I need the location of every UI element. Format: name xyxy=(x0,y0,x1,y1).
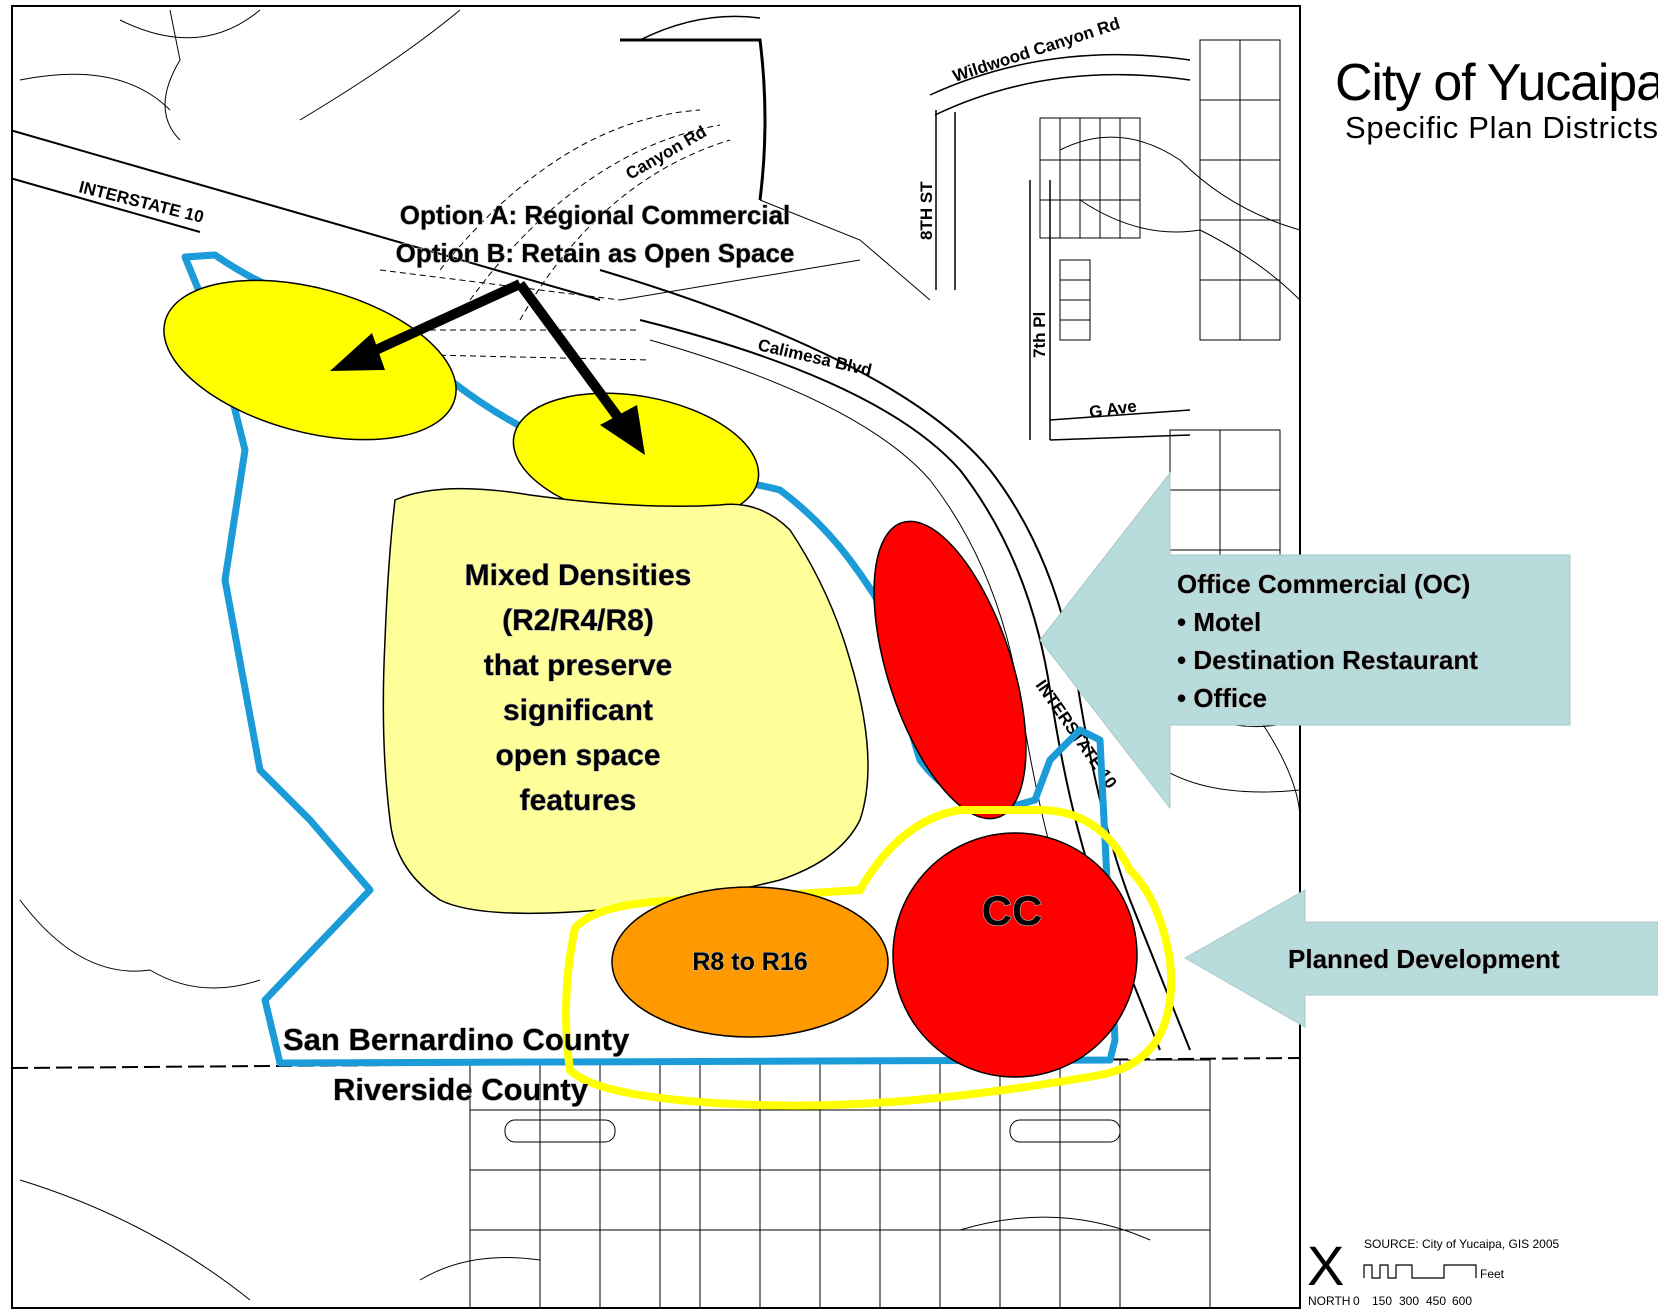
scale-unit: Feet xyxy=(1480,1267,1505,1281)
san-bernardino-county-label: San Bernardino County xyxy=(283,1022,630,1057)
mixed-densities-zone xyxy=(382,487,869,915)
mixed-densities-line-3: that preserve xyxy=(484,649,672,682)
map-title: City of Yucaipa xyxy=(1335,54,1658,112)
planned-development-callout: Planned Development xyxy=(1183,889,1658,1028)
r8-r16-zone xyxy=(611,886,889,1038)
option-b-label: Option B: Retain as Open Space xyxy=(396,238,795,268)
oc-item-restaurant: • Destination Restaurant xyxy=(1177,645,1478,675)
map-subtitle: Specific Plan Districts xyxy=(1345,110,1658,145)
scale-tick-0: 0 xyxy=(1353,1294,1360,1308)
north-arrow-icon: X xyxy=(1307,1234,1344,1297)
scale-tick-150: 150 xyxy=(1372,1294,1392,1308)
seventh-pl-label: 7th Pl xyxy=(1030,312,1049,358)
oc-title: Office Commercial (OC) xyxy=(1177,569,1470,599)
source-label: SOURCE: City of Yucaipa, GIS 2005 xyxy=(1364,1237,1560,1251)
riverside-county-label: Riverside County xyxy=(333,1072,589,1107)
map-legend: X NORTH SOURCE: City of Yucaipa, GIS 200… xyxy=(1307,1234,1560,1308)
cc-label: CC xyxy=(982,887,1043,934)
oc-item-office: • Office xyxy=(1177,683,1267,713)
office-commercial-zone xyxy=(873,520,1027,820)
cc-zone xyxy=(892,832,1138,1078)
option-a-label: Option A: Regional Commercial xyxy=(400,200,791,230)
scale-bar xyxy=(1363,1264,1477,1279)
scale-tick-600: 600 xyxy=(1452,1294,1472,1308)
planned-development-outline xyxy=(562,806,1176,1110)
office-commercial-callout: Office Commercial (OC) • Motel • Destina… xyxy=(1039,471,1571,810)
mixed-densities-line-4: significant xyxy=(503,694,653,727)
mixed-densities-line-2: (R2/R4/R8) xyxy=(502,604,654,637)
scale-tick-450: 450 xyxy=(1426,1294,1446,1308)
north-label: NORTH xyxy=(1308,1294,1350,1308)
mixed-densities-line-5: open space xyxy=(495,739,660,772)
option-zone-west xyxy=(163,279,457,441)
option-arrows xyxy=(330,279,645,455)
mixed-densities-line-1: Mixed Densities xyxy=(465,559,692,592)
oc-item-motel: • Motel xyxy=(1177,607,1261,637)
planned-development-label: Planned Development xyxy=(1288,944,1560,974)
r8-r16-label: R8 to R16 xyxy=(692,948,807,976)
eighth-st-label: 8TH ST xyxy=(917,181,936,240)
mixed-densities-line-6: features xyxy=(520,784,637,817)
scale-tick-300: 300 xyxy=(1399,1294,1419,1308)
